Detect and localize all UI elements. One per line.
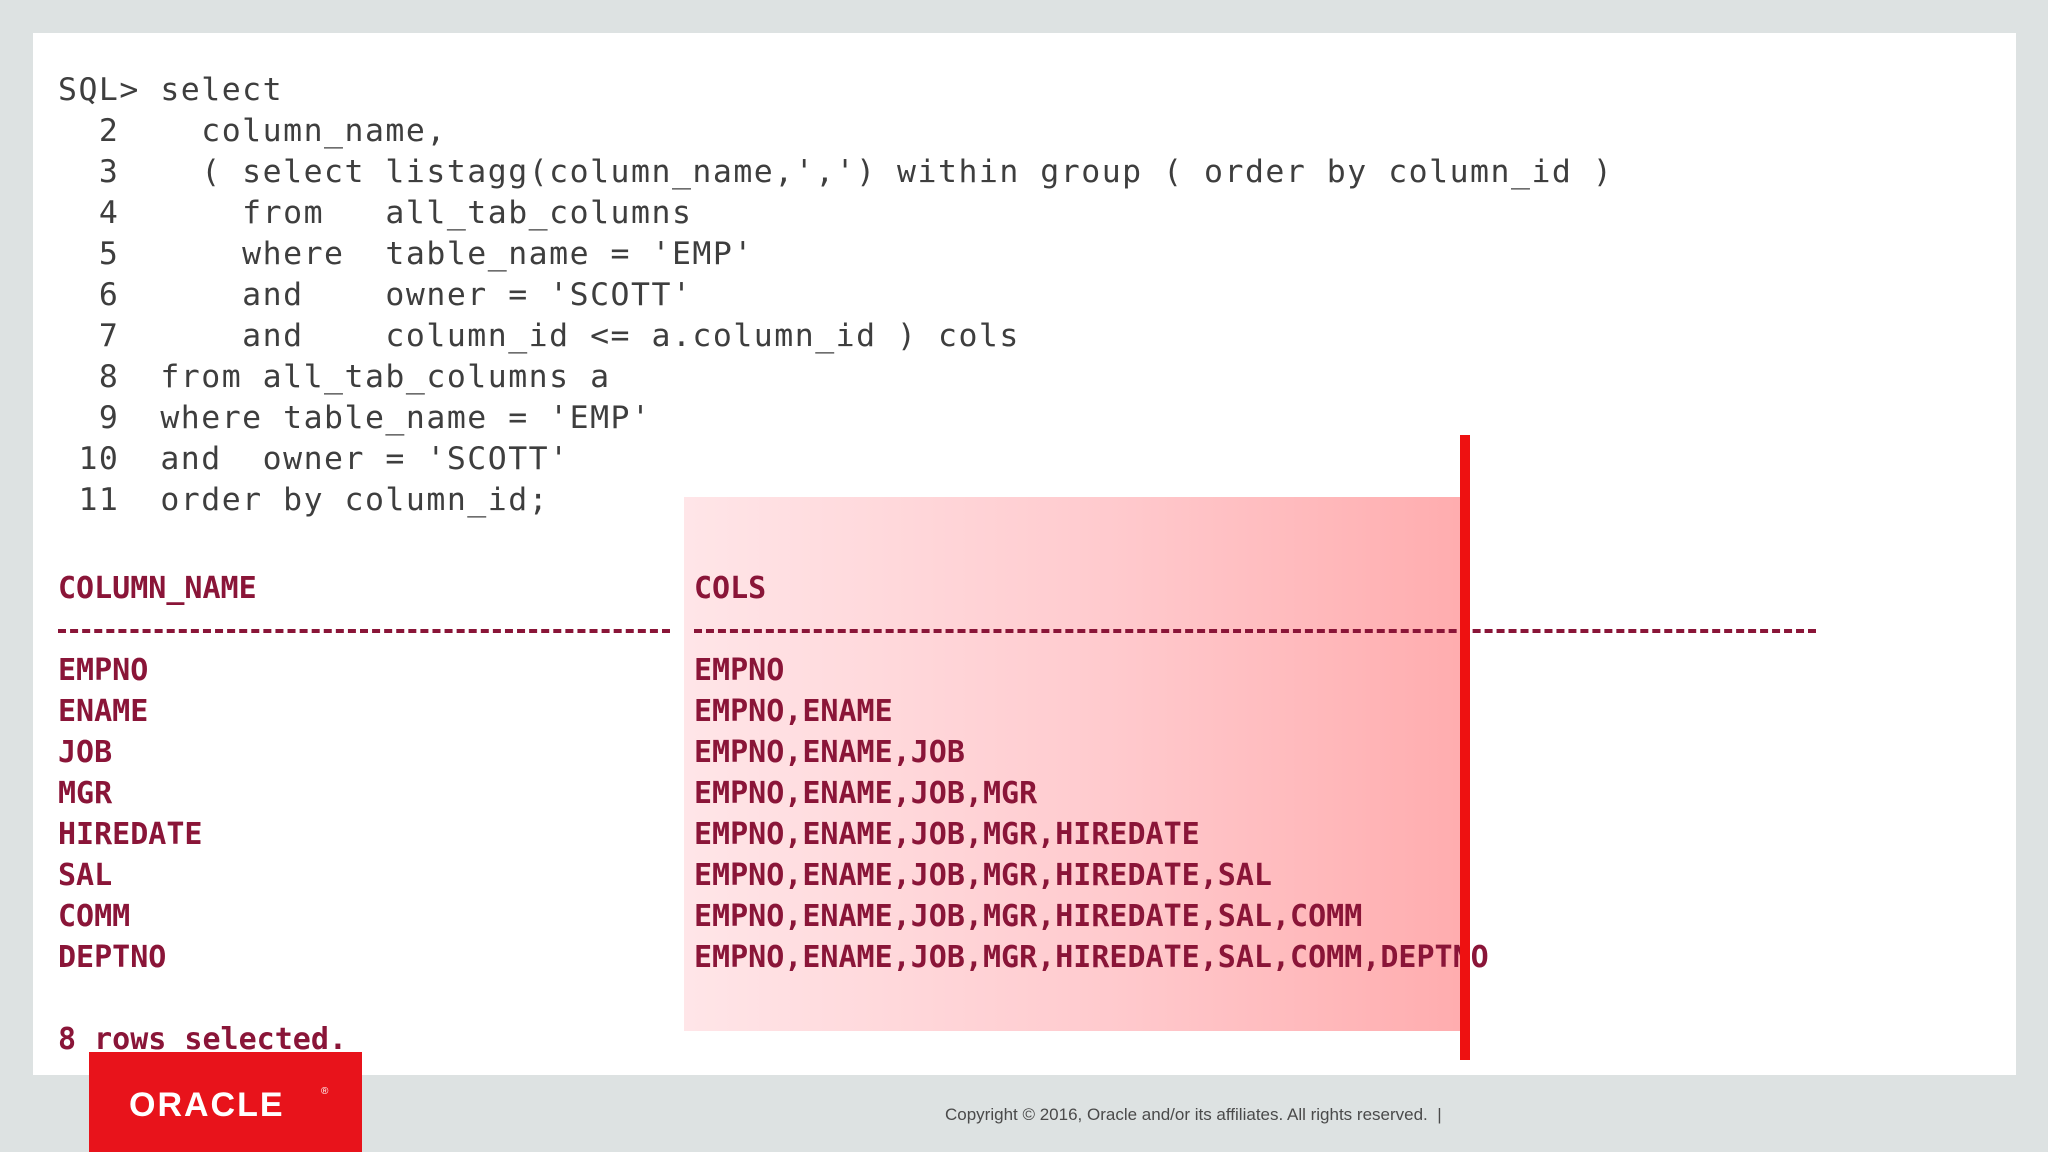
results-separator-row (58, 609, 1816, 650)
query-results: COLUMN_NAME COLS EMPNO EMPNO ENAME EMPNO… (58, 568, 1816, 1060)
cell-cols: EMPNO,ENAME,JOB,MGR,HIREDATE,SAL,COMM,DE… (694, 940, 1489, 975)
result-row: HIREDATE EMPNO,ENAME,JOB,MGR,HIREDATE (58, 814, 1200, 855)
separator-column-name (58, 629, 670, 633)
results-header-row: COLUMN_NAME COLS (58, 568, 766, 609)
cell-cols: EMPNO (694, 653, 785, 688)
cell-column-name: ENAME (58, 694, 149, 729)
rows-selected-text: 8 rows selected. (58, 1022, 347, 1057)
sql-line: 3 ( select listagg(column_name,',') with… (58, 154, 1614, 190)
sql-query: SQL> select 2 column_name, 3 ( select li… (58, 70, 1613, 521)
result-row: EMPNO EMPNO (58, 650, 784, 691)
sql-line: 11 order by column_id; (58, 482, 550, 518)
result-row: DEPTNO EMPNO,ENAME,JOB,MGR,HIREDATE,SAL,… (58, 937, 1489, 978)
result-row: COMM EMPNO,ENAME,JOB,MGR,HIREDATE,SAL,CO… (58, 896, 1362, 937)
cell-cols: EMPNO,ENAME,JOB,MGR (694, 776, 1038, 811)
cell-cols: EMPNO,ENAME,JOB,MGR,HIREDATE,SAL (694, 858, 1272, 893)
separator-cols (694, 629, 1816, 633)
sql-line: 5 where table_name = 'EMP' (58, 236, 754, 272)
cell-cols: EMPNO,ENAME,JOB,MGR,HIREDATE (694, 817, 1200, 852)
cell-column-name: JOB (58, 735, 113, 770)
sql-line: 2 column_name, (58, 113, 447, 149)
cell-cols: EMPNO,ENAME,JOB,MGR,HIREDATE,SAL,COMM (694, 899, 1363, 934)
oracle-logo: ORACLE ® (89, 1052, 362, 1152)
result-row: JOB EMPNO,ENAME,JOB (58, 732, 965, 773)
result-row: MGR EMPNO,ENAME,JOB,MGR (58, 773, 1037, 814)
sql-line: 4 from all_tab_columns (58, 195, 693, 231)
header-column-name: COLUMN_NAME (58, 571, 257, 606)
cell-column-name: DEPTNO (58, 940, 167, 975)
cell-column-name: MGR (58, 776, 113, 811)
oracle-wordmark: ORACLE (129, 1086, 285, 1124)
sql-line: 10 and owner = 'SCOTT' (58, 441, 570, 477)
sql-line: SQL> select (58, 72, 284, 108)
sql-line: 8 from all_tab_columns a (58, 359, 611, 395)
cell-column-name: HIREDATE (58, 817, 203, 852)
cell-cols: EMPNO,ENAME,JOB (694, 735, 965, 770)
cell-column-name: EMPNO (58, 653, 149, 688)
registered-mark: ® (321, 1086, 329, 1097)
result-row: ENAME EMPNO,ENAME (58, 691, 893, 732)
cell-column-name: SAL (58, 858, 113, 893)
sql-line: 9 where table_name = 'EMP' (58, 400, 652, 436)
result-row: SAL EMPNO,ENAME,JOB,MGR,HIREDATE,SAL (58, 855, 1272, 896)
results-footer: 8 rows selected. (58, 1019, 347, 1060)
cols-highlight-region (684, 497, 1464, 1031)
sql-line: 7 and column_id <= a.column_id ) cols (58, 318, 1020, 354)
sql-line: 6 and owner = 'SCOTT' (58, 277, 693, 313)
cell-cols: EMPNO,ENAME (694, 694, 893, 729)
cell-column-name: COMM (58, 899, 131, 934)
column-width-marker (1460, 435, 1470, 1060)
copyright-notice: Copyright © 2016, Oracle and/or its affi… (945, 1105, 1442, 1124)
header-cols: COLS (694, 571, 767, 606)
